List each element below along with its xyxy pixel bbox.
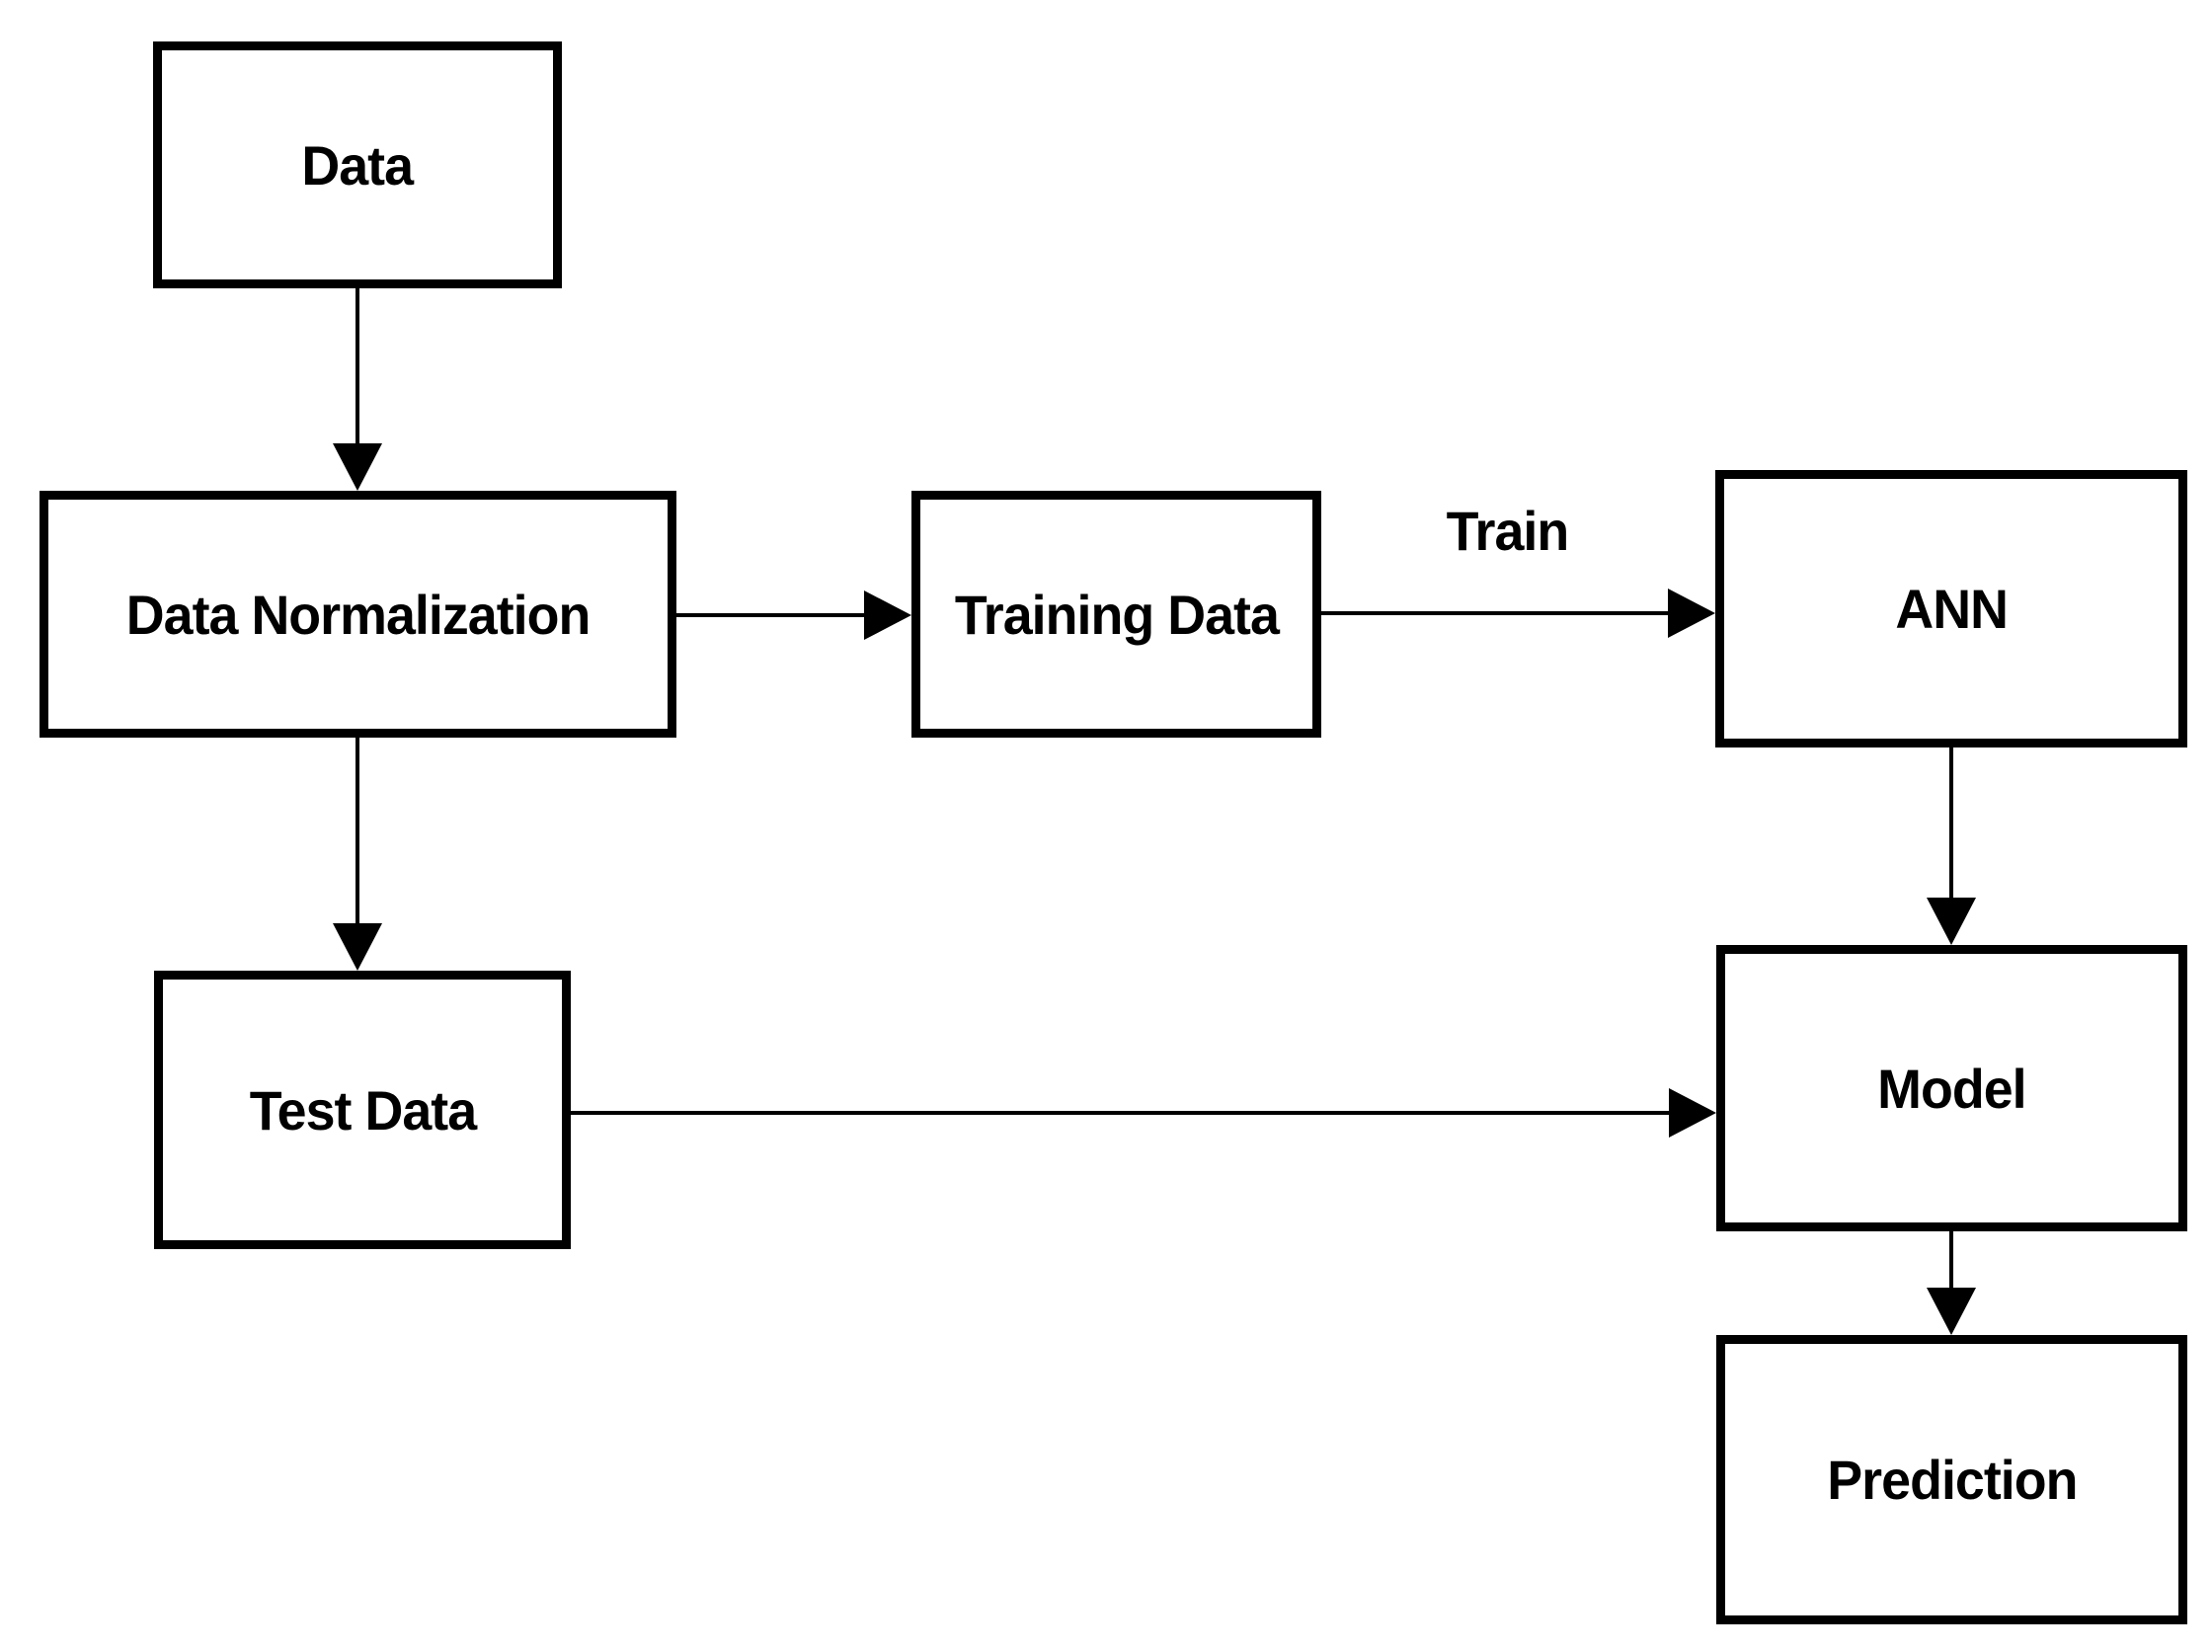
edge-normalization-to-test-arrowhead xyxy=(333,923,382,971)
edge-data-to-normalization-arrowhead xyxy=(333,443,382,491)
edge-model-to-prediction-line xyxy=(1949,1231,1953,1292)
edge-training-to-ann-line xyxy=(1321,611,1672,615)
edge-normalization-to-training-arrowhead xyxy=(864,590,911,640)
edge-normalization-to-training-line xyxy=(676,613,868,617)
node-prediction: Prediction xyxy=(1716,1335,2187,1624)
edge-normalization-to-test-line xyxy=(356,738,359,925)
edge-test-to-model-arrowhead xyxy=(1669,1088,1716,1138)
node-data: Data xyxy=(153,41,562,288)
edge-training-to-ann-label: Train xyxy=(1446,500,1570,562)
node-training-data: Training Data xyxy=(911,491,1321,738)
node-data-normalization-label: Data Normalization xyxy=(125,583,592,646)
node-test-data-label: Test Data xyxy=(249,1078,476,1141)
node-data-label: Data xyxy=(301,133,415,197)
node-data-normalization: Data Normalization xyxy=(40,491,676,738)
edge-ann-to-model-line xyxy=(1949,747,1953,902)
node-prediction-label: Prediction xyxy=(1826,1449,2078,1511)
edge-data-to-normalization-line xyxy=(356,288,359,448)
node-training-data-label: Training Data xyxy=(954,583,1279,646)
edge-ann-to-model-arrowhead xyxy=(1927,898,1976,945)
node-ann: ANN xyxy=(1715,470,2187,747)
edge-training-to-ann-arrowhead xyxy=(1668,589,1715,638)
edge-test-to-model-line xyxy=(571,1111,1673,1115)
node-ann-label: ANN xyxy=(1895,578,2009,640)
node-test-data: Test Data xyxy=(154,971,571,1249)
node-model-label: Model xyxy=(1877,1057,2026,1120)
edge-model-to-prediction-arrowhead xyxy=(1927,1288,1976,1335)
node-model: Model xyxy=(1716,945,2187,1231)
